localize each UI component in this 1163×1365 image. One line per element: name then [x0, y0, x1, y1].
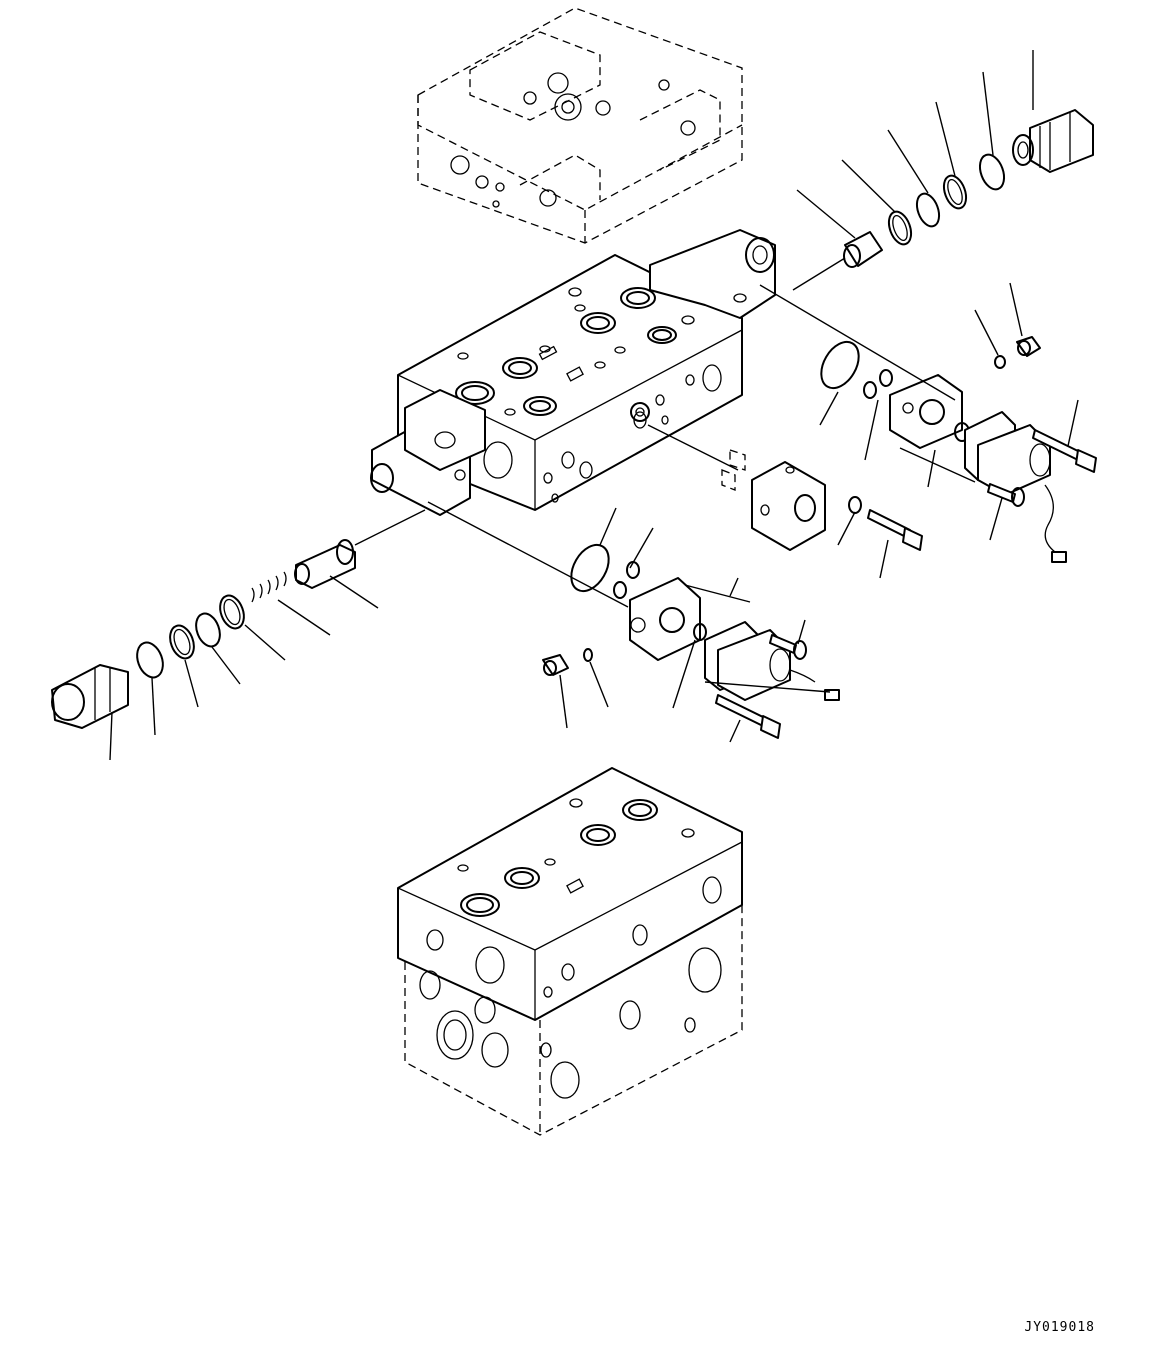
backup-ring-left-1	[169, 624, 195, 660]
backup-ring-2	[887, 210, 913, 246]
bolt-center	[867, 509, 923, 551]
plug-small	[1016, 336, 1041, 357]
leader-lines	[109, 50, 1079, 761]
upper-right-spool	[843, 231, 883, 268]
middle-valve-block	[370, 229, 776, 516]
o-ring-left-2	[195, 612, 221, 648]
small-o-ring-e	[626, 561, 640, 579]
solenoid-lower	[704, 621, 840, 701]
gasket-upper	[820, 340, 860, 390]
small-o-ring-c	[994, 355, 1006, 369]
small-o-ring-a	[863, 381, 877, 399]
left-plug	[51, 664, 129, 729]
bolt-upper-right	[1032, 429, 1097, 473]
plug-lower-small	[542, 654, 569, 676]
o-ring-2	[915, 192, 941, 228]
solenoid-block-upper	[889, 374, 963, 449]
solenoid-upper	[964, 411, 1067, 563]
backup-ring-left-2	[219, 594, 245, 630]
bolt-lower-short	[769, 634, 807, 660]
backup-ring-1	[942, 174, 968, 210]
upper-right-plug	[1012, 109, 1094, 173]
upper-valve-block	[417, 7, 743, 244]
gasket-lower	[570, 543, 610, 593]
small-o-ring-b	[879, 369, 893, 387]
washer-center	[848, 496, 862, 514]
bolt-upper-short	[987, 483, 1025, 507]
bolt-lower-long	[715, 694, 781, 739]
o-ring-left-1	[136, 641, 164, 679]
left-spool	[294, 539, 356, 589]
center-valve-body	[751, 461, 826, 551]
o-ring-solenoid-lower	[693, 623, 707, 641]
small-o-ring-f	[583, 648, 593, 662]
o-ring-set-center	[721, 449, 746, 491]
spring-left	[251, 571, 287, 603]
lower-valve-block-phantom	[404, 905, 743, 1136]
drawing-code-label: JY019018	[1024, 1320, 1095, 1335]
lower-valve-block	[397, 767, 743, 1021]
solenoid-block-lower	[629, 577, 701, 661]
small-o-ring-d	[613, 581, 627, 599]
o-ring-1	[978, 153, 1006, 191]
